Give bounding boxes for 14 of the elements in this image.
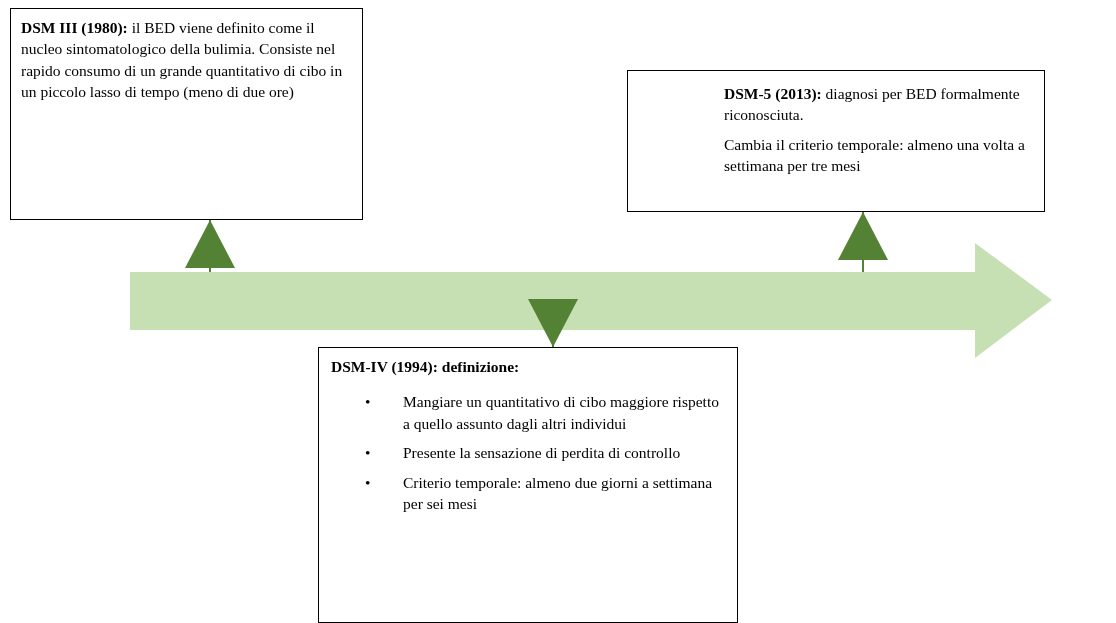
marker-arrow [185,219,235,273]
entry-heading: DSM-5 (2013): diagnosi per BED formalmente riconosciuta. [724,84,1021,126]
entry-text: Cambia il criterio temporale: almeno una volta a settimana per tre mesi [724,134,1026,177]
marker-arrow [528,299,578,348]
bullet-mark: • [365,472,371,493]
text-box [627,70,1045,212]
text-box [318,347,738,623]
text-box [10,8,363,220]
bullet-mark: • [365,392,371,413]
entry-heading: DSM III (1980): il BED viene definito come il nucleo sintomatologico della bulimia. Consiste nel rapido consumo di un grande quantitativo di cibo in un piccolo lasso di tempo (meno di due ore) [21,18,344,103]
entry-heading: DSM-IV (1994): definizione: [331,357,521,377]
timeline-band [130,243,1052,358]
marker-arrow [838,211,888,273]
bullet-mark: • [365,443,371,464]
